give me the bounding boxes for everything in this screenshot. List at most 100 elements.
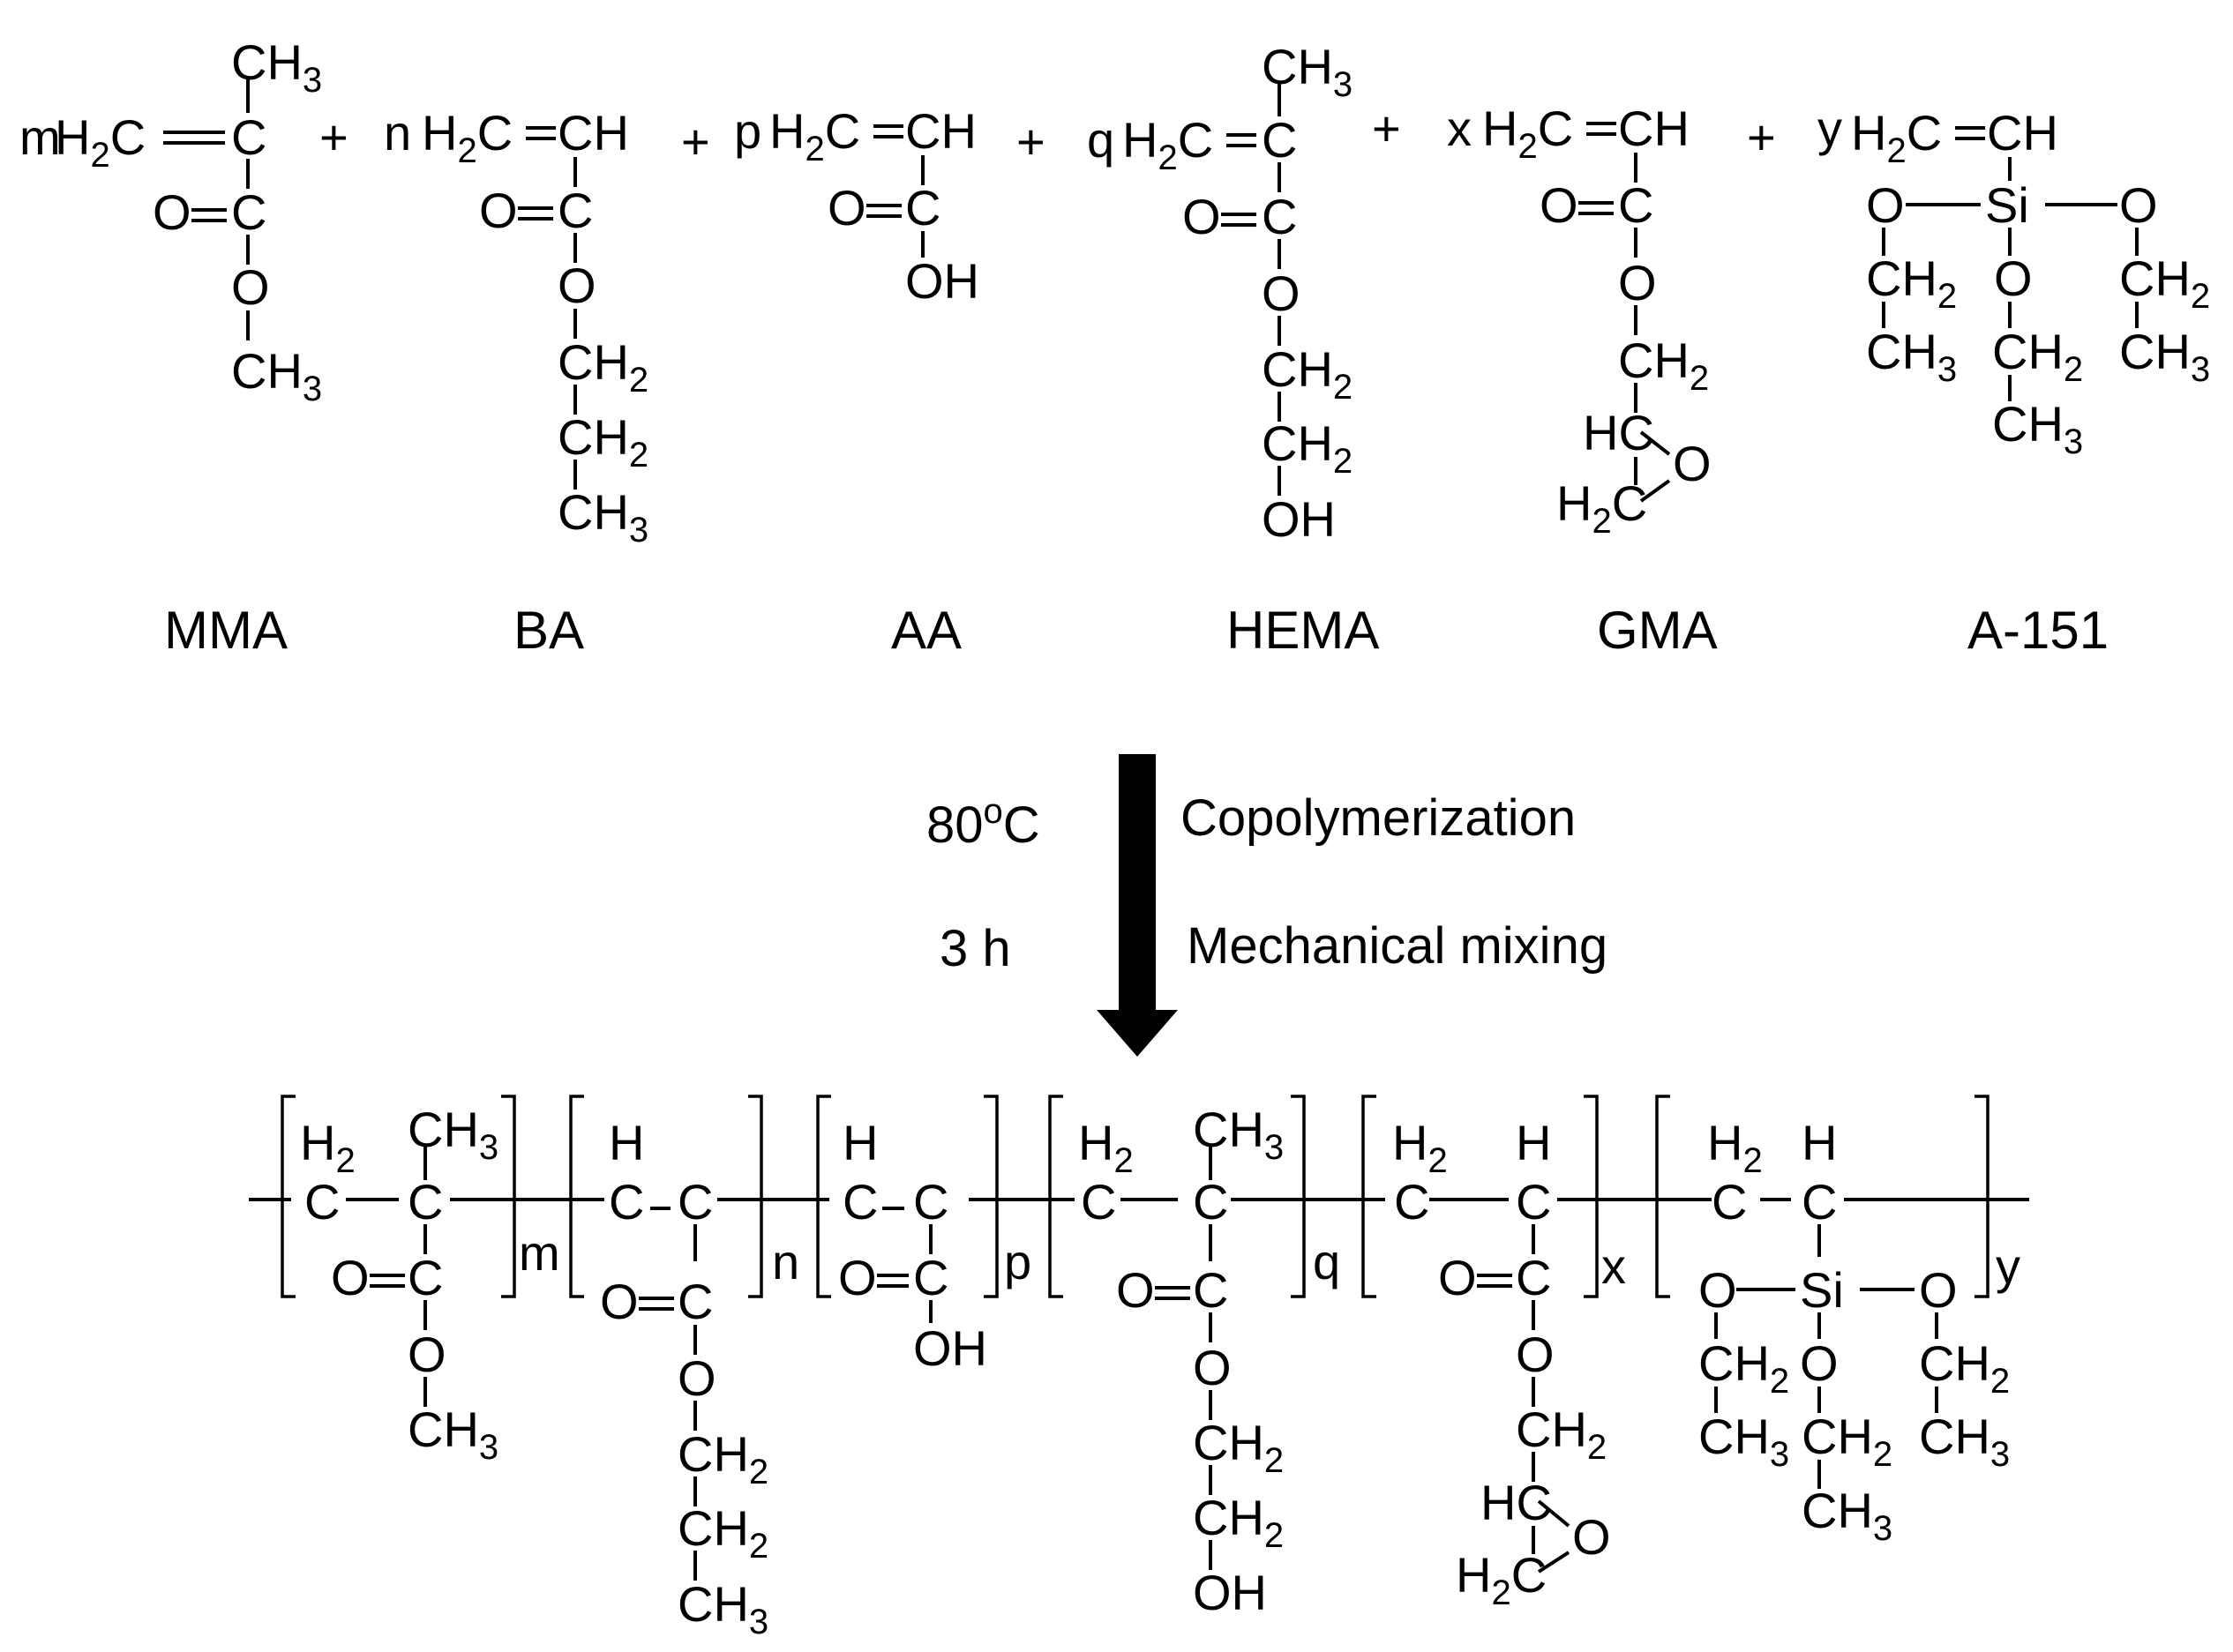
reaction-arrow — [1097, 754, 1178, 1057]
svg-text:O: O — [331, 1250, 370, 1305]
coef-y: y — [1817, 101, 1842, 156]
svg-text:C: C — [1262, 189, 1297, 244]
svg-text:Si: Si — [1800, 1262, 1844, 1318]
svg-text:H: H — [843, 1115, 878, 1170]
svg-text:OH: OH — [905, 253, 979, 309]
svg-text:O: O — [1994, 250, 2033, 306]
svg-text:CH: CH — [1987, 105, 2058, 161]
plus-4: + — [1372, 101, 1401, 156]
label-ba: BA — [513, 601, 584, 660]
svg-text:H2: H2 — [1078, 1115, 1134, 1180]
svg-text:C: C — [231, 109, 266, 165]
svg-text:CH: CH — [905, 103, 977, 159]
svg-text:O: O — [1540, 177, 1578, 233]
plus-5: + — [1747, 109, 1776, 165]
ch3-group: CH3 — [231, 34, 322, 100]
svg-text:O: O — [1182, 189, 1221, 244]
svg-text:Si: Si — [1985, 177, 2029, 233]
condition-process: Copolymerization — [1180, 789, 1576, 847]
coef-x: x — [1447, 101, 1472, 156]
svg-text:CH3: CH3 — [1919, 1409, 2010, 1474]
svg-text:C: C — [678, 1274, 713, 1329]
svg-text:O: O — [1800, 1335, 1839, 1391]
svg-text:O: O — [828, 180, 866, 235]
svg-text:C: C — [913, 1174, 948, 1230]
svg-text:CH3: CH3 — [558, 484, 648, 549]
svg-text:CH3: CH3 — [231, 343, 322, 408]
svg-text:O: O — [408, 1327, 446, 1382]
condition-temperature: 80oC — [926, 792, 1040, 854]
svg-text:C: C — [408, 1250, 443, 1305]
condition-mixing: Mechanical mixing — [1187, 917, 1607, 975]
svg-text:C: C — [905, 180, 940, 235]
svg-text:CH2: CH2 — [1618, 333, 1709, 398]
svg-text:H: H — [1516, 1115, 1551, 1170]
svg-text:CH2: CH2 — [678, 1500, 768, 1566]
condition-time: 3 h — [940, 920, 1011, 977]
repeat-x: x — [1601, 1238, 1626, 1294]
svg-text:CH2: CH2 — [678, 1426, 768, 1491]
svg-text:O: O — [558, 258, 596, 313]
svg-text:CH3: CH3 — [1698, 1409, 1789, 1474]
svg-text:C: C — [1394, 1174, 1429, 1230]
svg-text:H: H — [609, 1115, 644, 1170]
svg-text:C: C — [231, 184, 266, 240]
svg-text:CH2: CH2 — [2119, 250, 2210, 316]
svg-text:C: C — [1802, 1174, 1837, 1230]
svg-text:O: O — [2119, 177, 2158, 233]
svg-text:O: O — [231, 259, 270, 315]
label-gma: GMA — [1597, 601, 1718, 660]
svg-text:O: O — [1866, 177, 1905, 233]
svg-text:C: C — [304, 1174, 340, 1230]
svg-text:C: C — [408, 1174, 443, 1230]
repeat-q: q — [1313, 1234, 1340, 1289]
svg-text:CH3: CH3 — [1992, 396, 2083, 461]
svg-text:H2C: H2C — [1556, 475, 1647, 541]
svg-text:CH2: CH2 — [1262, 415, 1353, 481]
svg-text:CH: CH — [558, 105, 629, 161]
svg-text:C: C — [1081, 1174, 1116, 1230]
svg-text:H2C: H2C — [1456, 1547, 1547, 1612]
plus-1: + — [319, 109, 348, 165]
svg-text:CH2: CH2 — [558, 334, 648, 400]
svg-text:O: O — [1193, 1340, 1232, 1395]
copolymer-product: H2 C C CH3 O C O CH3 m H C C O C O CH2 C… — [249, 1095, 2029, 1641]
monomer-aa: p H2C CH O C OH AA — [734, 103, 979, 660]
svg-text:OH: OH — [1262, 491, 1336, 547]
svg-text:CH3: CH3 — [408, 1402, 498, 1467]
svg-text:O: O — [1516, 1327, 1555, 1382]
monomer-gma: x H2C CH O C O CH2 HC O H2C GMA — [1447, 101, 1718, 660]
svg-text:O: O — [1262, 265, 1300, 321]
svg-text:CH3: CH3 — [408, 1102, 498, 1167]
svg-text:CH3: CH3 — [1802, 1483, 1892, 1548]
svg-text:C: C — [1193, 1174, 1228, 1230]
svg-text:CH2: CH2 — [1262, 341, 1353, 407]
svg-text:CH2: CH2 — [1919, 1335, 2010, 1401]
svg-text:CH3: CH3 — [1262, 39, 1353, 104]
svg-text:O: O — [600, 1274, 639, 1329]
svg-text:OH: OH — [1193, 1565, 1267, 1620]
svg-text:CH2: CH2 — [1193, 1415, 1284, 1480]
svg-text:C: C — [1193, 1262, 1228, 1318]
label-a151: A-151 — [1967, 601, 2109, 660]
svg-text:C: C — [558, 183, 593, 238]
svg-text:CH2: CH2 — [1866, 250, 1957, 316]
svg-text:C: C — [1712, 1174, 1747, 1230]
repeat-n: n — [772, 1234, 799, 1289]
svg-text:C: C — [1618, 177, 1653, 233]
svg-text:H2C: H2C — [1482, 101, 1573, 166]
svg-text:O: O — [678, 1350, 716, 1406]
plus-2: + — [681, 114, 710, 169]
svg-text:O: O — [1618, 255, 1657, 310]
svg-text:H2: H2 — [1707, 1115, 1763, 1180]
svg-text:O: O — [838, 1250, 877, 1305]
coef-m: m — [19, 109, 61, 165]
h2c-group: H2C — [55, 109, 146, 175]
svg-text:H2C: H2C — [1122, 112, 1213, 177]
coef-q: q — [1087, 112, 1114, 168]
svg-text:H2: H2 — [300, 1115, 356, 1180]
svg-text:H2: H2 — [1392, 1115, 1448, 1180]
svg-text:O: O — [153, 184, 191, 240]
svg-text:C: C — [913, 1250, 948, 1305]
